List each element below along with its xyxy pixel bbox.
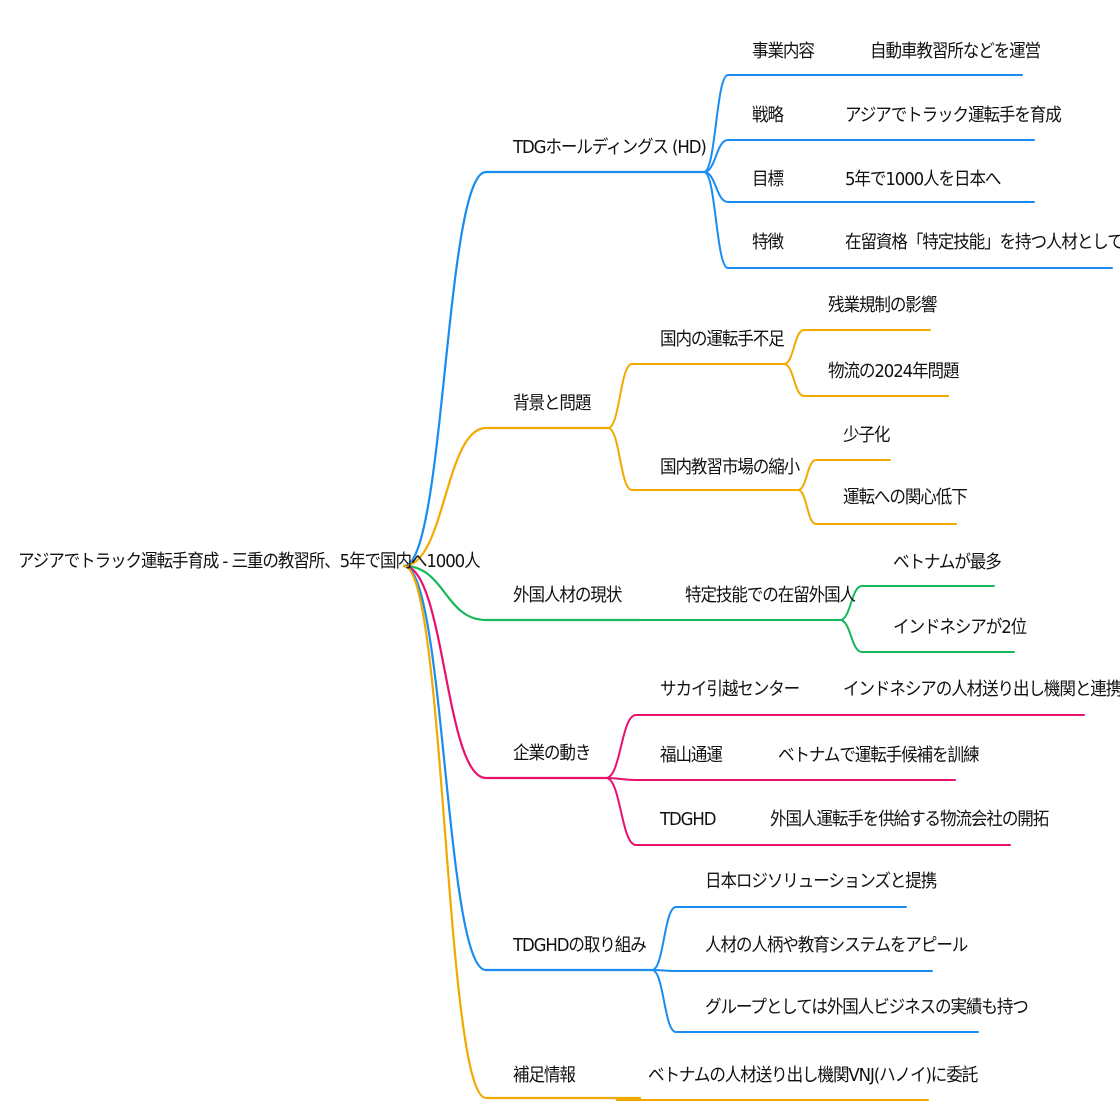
leaf-label-tdghd-detail: 外国人運転手を供給する物流会社の開拓 <box>770 809 1049 830</box>
sub-edge-5-0 <box>615 1097 929 1101</box>
node-label-specified-skills: 特定技能での在留外国人 <box>685 585 856 606</box>
branch-edge-2 <box>402 564 642 622</box>
node-label-vnj: ベトナムの人材送り出し機関VNJ(ハノイ)に委託 <box>648 1065 978 1086</box>
leaf-label-goal-detail: 5年で1000人を日本へ <box>845 169 1001 190</box>
node-label-strategy: 戦略 <box>752 105 784 126</box>
leaf-edge-1-1-0 <box>797 459 891 491</box>
node-label-partnership: 日本ロジソリューションズと提携 <box>705 871 937 892</box>
node-label-tdghd: TDGHD <box>660 809 716 830</box>
sub-edge-0-1 <box>703 139 1035 173</box>
leaf-edge-1-1-1 <box>797 489 957 525</box>
branch-edge-0 <box>402 170 706 568</box>
sub-edge-4-0 <box>651 906 907 971</box>
node-label-appeal: 人材の人柄や教育システムをアピール <box>705 935 968 956</box>
sub-edge-0-2 <box>703 171 1035 203</box>
sub-edge-3-2 <box>605 777 1011 846</box>
branch-label-tdghd-initiatives: TDGHDの取り組み <box>513 935 647 956</box>
branch-edge-3 <box>402 564 608 780</box>
root-node-label: アジアでトラック運転手育成 - 三重の教習所、5年で国内へ1000人 <box>18 551 481 572</box>
sub-edge-3-1 <box>605 777 956 781</box>
leaf-label-low-birthrate: 少子化 <box>843 425 890 446</box>
branch-edge-5 <box>402 564 642 1100</box>
leaf-label-business-detail: 自動車教習所などを運営 <box>870 41 1041 62</box>
leaf-label-driving-interest: 運転への関心低下 <box>843 487 968 508</box>
branch-label-foreign-talent: 外国人材の現状 <box>513 585 622 606</box>
branch-label-tdg-holdings: TDGホールディングス (HD) <box>513 137 707 158</box>
branch-edge-1 <box>402 426 610 568</box>
branch-edge-4 <box>402 564 654 972</box>
sub-edge-4-1 <box>651 969 933 972</box>
sub-edge-3-0 <box>605 714 1085 779</box>
leaf-edge-1-0-1 <box>783 363 949 397</box>
node-label-feature: 特徴 <box>752 232 784 253</box>
leaf-label-sakai-detail: インドネシアの人材送り出し機関と連携 <box>843 679 1120 700</box>
leaf-label-vietnam-most: ベトナムが最多 <box>893 552 1002 573</box>
node-label-fukuyama: 福山通運 <box>660 745 723 766</box>
node-label-driver-shortage: 国内の運転手不足 <box>660 329 785 350</box>
branch-label-supplementary: 補足情報 <box>513 1065 576 1086</box>
leaf-label-fukuyama-detail: ベトナムで運転手候補を訓練 <box>778 745 980 766</box>
sub-edge-4-2 <box>651 969 979 1033</box>
leaf-label-indonesia-second: インドネシアが2位 <box>893 617 1027 638</box>
sub-edge-0-0 <box>703 74 1023 173</box>
sub-edge-1-0 <box>607 363 785 429</box>
leaf-label-overtime-regulation: 残業規制の影響 <box>828 295 937 316</box>
sub-edge-1-1 <box>607 427 799 491</box>
node-label-business: 事業内容 <box>752 41 815 62</box>
leaf-edge-1-0-0 <box>783 329 931 365</box>
branch-label-company-moves: 企業の動き <box>513 743 591 764</box>
node-label-sakai: サカイ引越センター <box>660 679 800 700</box>
leaf-edge-2-0-1 <box>839 619 1015 653</box>
branch-label-background: 背景と問題 <box>513 393 591 414</box>
sub-edge-0-3 <box>703 171 1113 269</box>
leaf-label-logistics-2024: 物流の2024年問題 <box>828 361 960 382</box>
leaf-label-feature-detail: 在留資格「特定技能」を持つ人材として供給 <box>845 232 1120 253</box>
leaf-label-strategy-detail: アジアでトラック運転手を育成 <box>845 105 1062 126</box>
node-label-market-shrink: 国内教習市場の縮小 <box>660 457 800 478</box>
leaf-edge-2-0-0 <box>839 585 995 621</box>
node-label-track-record: グループとしては外国人ビジネスの実績も持つ <box>705 997 1029 1018</box>
node-label-goal: 目標 <box>752 169 784 190</box>
